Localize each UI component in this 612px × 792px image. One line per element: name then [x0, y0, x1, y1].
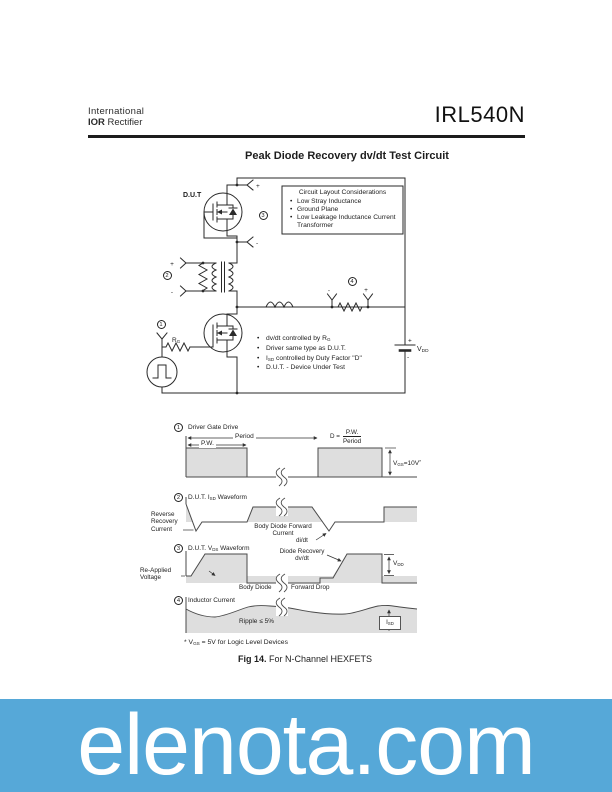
ir-logo-line1: International: [88, 106, 145, 117]
battery-minus-sign: -: [407, 354, 409, 361]
waveform-isd: [183, 497, 417, 541]
figure-title: Peak Diode Recovery dv/dt Test Circuit: [245, 150, 449, 162]
consideration-item: Ground Plane: [285, 206, 400, 214]
vgs-footnote-star: *: [419, 460, 421, 465]
pulse-generator-symbol: [146, 346, 178, 394]
watermark-text: elenota.com: [77, 697, 536, 792]
input-minus-sign: -: [171, 289, 173, 296]
input-plus-sign: +: [170, 261, 174, 268]
waveform-4-marker: 4: [174, 596, 183, 605]
dut-drain-plus-sign: +: [256, 183, 260, 190]
footnote: * VGS = 5V for Logic Level Devices: [184, 639, 288, 647]
figure-number: Fig 14.: [237, 654, 267, 664]
ir-logo-mark: IOR: [88, 117, 105, 128]
dut-source-minus-sign: -: [256, 240, 258, 247]
duty-cycle-formula: D = P.W. Period: [330, 429, 362, 445]
considerations-title: Circuit Layout Considerations: [298, 189, 387, 196]
header-rule: [88, 135, 525, 138]
considerations-box: [281, 185, 404, 235]
rg-label: RG: [172, 337, 181, 345]
rail-resistor: [337, 301, 363, 313]
period-label: Period: [233, 433, 256, 441]
isd-level-label: ISD: [379, 616, 401, 630]
waveform-diagram: [181, 436, 418, 633]
vdd-level-label: VDD: [393, 560, 404, 568]
rail-probe-minus: [326, 293, 338, 308]
dut-source-probe: [236, 236, 254, 248]
ir-logo-line2: IOR Rectifier: [88, 117, 144, 128]
pulse-width-label: P.W.: [199, 440, 216, 448]
circuit-note: D.U.T. - Device Under Test: [257, 363, 405, 373]
body-diode-drop-left: Body Diode: [239, 584, 272, 591]
node-2-marker: 2: [162, 270, 172, 280]
rg-resistor: [161, 341, 191, 353]
ir-logo: International IOR Rectifier: [88, 106, 144, 128]
rail-minus-sign: -: [328, 288, 330, 295]
diode-recovery-label: Diode Recovery dv/dt: [279, 548, 325, 563]
waveform-2-title: D.U.T. ISD Waveform: [188, 494, 247, 502]
circuit-note: ISD controlled by Duty Factor "D": [257, 354, 405, 364]
consideration-item: Low Stray Inductance: [285, 198, 400, 206]
part-number: IRL540N: [434, 102, 525, 127]
waveform-3-title: D.U.T. VDS Waveform: [188, 545, 250, 553]
driver-mosfet-symbol: [189, 306, 243, 394]
rail-plus-sign: +: [364, 287, 368, 294]
duty-denominator: Period: [342, 436, 362, 445]
dut-mosfet-symbol: [203, 177, 248, 264]
waveform-1-marker: 1: [174, 423, 183, 432]
consideration-item: Low Leakage Inductance Current Transform…: [285, 214, 400, 230]
inductor-symbol: [265, 301, 294, 309]
node-4-marker: 4: [347, 276, 357, 286]
circuit-note: dv/dt controlled by RG: [257, 334, 405, 344]
waveform-gate-drive: [185, 436, 417, 487]
circuit-diagram: + - + - - + + -: [146, 177, 416, 395]
dut-gate-loop: [203, 211, 238, 239]
waveform-2-marker: 2: [174, 493, 183, 502]
waveform-4-title: Inductor Current: [188, 597, 235, 604]
circuit-note: Driver same type as D.U.T.: [257, 344, 405, 354]
gate-probe: [156, 332, 168, 348]
reapplied-voltage-label: Re-Applied Voltage: [140, 567, 172, 582]
reverse-recovery-label: Reverse Recovery Current: [151, 511, 178, 533]
vgs-value: VGS=10V: [393, 460, 420, 468]
didt-label: di/dt: [296, 537, 308, 544]
vdd-label: VDD: [417, 346, 429, 355]
watermark-banner: elenota.com: [0, 699, 612, 792]
node-3-marker: 3: [258, 210, 268, 220]
circuit-notes: dv/dt controlled by RG Driver same type …: [257, 334, 405, 373]
figure-caption-text: For N-Channel HEXFETS: [266, 654, 373, 664]
dut-label: D.U.T: [183, 192, 202, 199]
rail-probe-plus: [362, 293, 374, 308]
figure-caption: Fig 14. For N-Channel HEXFETS: [205, 654, 405, 664]
ir-logo-rectifier: Rectifier: [104, 117, 143, 128]
waveform-vds: [181, 551, 417, 593]
duty-numerator: P.W.: [345, 429, 359, 436]
waveform-1-title: Driver Gate Drive: [188, 424, 239, 431]
junction-dots: [201, 183, 370, 395]
vgs-level-label: VGS=10V*: [393, 459, 421, 468]
layout-considerations: Circuit Layout Considerations Low Stray …: [285, 189, 400, 230]
battery-plus-sign: +: [408, 338, 412, 345]
duty-lhs: D =: [330, 433, 340, 441]
dut-drain-probe: [246, 179, 254, 191]
ripple-label: Ripple ≤ 5%: [239, 618, 275, 625]
transformer-symbol: [179, 257, 238, 308]
node-1-marker: 1: [156, 319, 166, 329]
body-diode-current-label: Body Diode Forward Current: [254, 523, 312, 538]
waveform-3-marker: 3: [174, 544, 183, 553]
body-diode-drop-right: Forward Drop: [291, 584, 330, 591]
